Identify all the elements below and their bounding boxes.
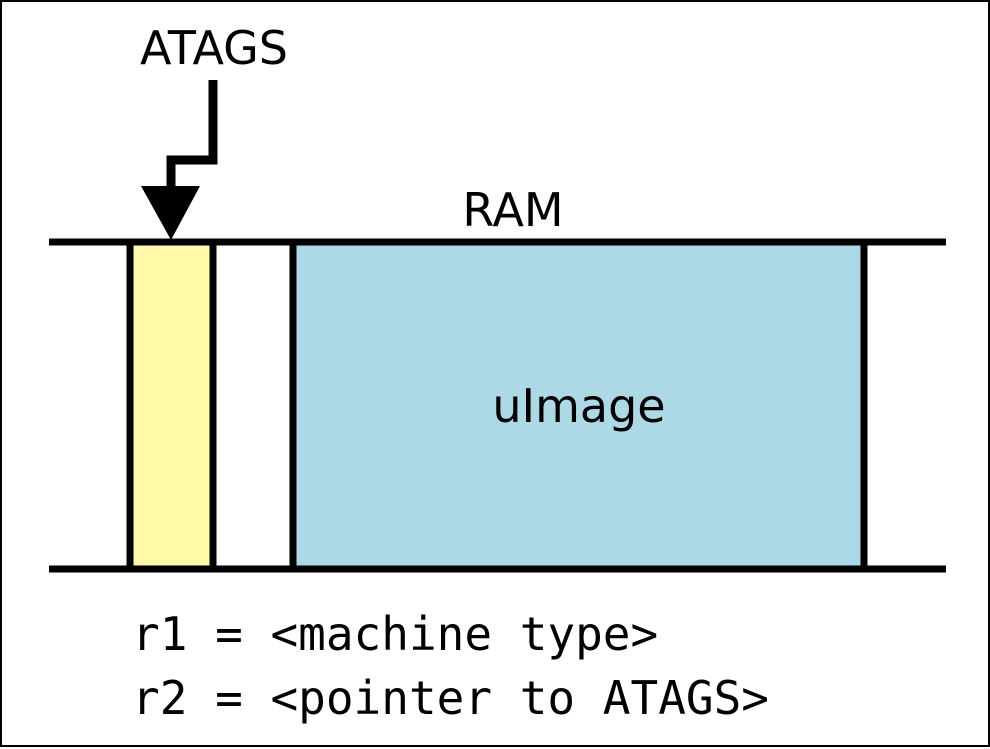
uimage-label: uImage (492, 379, 665, 433)
register-r2-note: r2 = <pointer to ATAGS> (132, 671, 769, 725)
ram-label: RAM (462, 183, 563, 237)
atags-label: ATAGS (140, 21, 288, 75)
atags-pointer-arrow-head (141, 186, 200, 240)
atags-block (126, 238, 217, 573)
atags-pointer-arrow-shaft (166, 80, 218, 202)
uimage-block (289, 238, 868, 573)
register-r1-note: r1 = <machine type> (132, 607, 658, 661)
